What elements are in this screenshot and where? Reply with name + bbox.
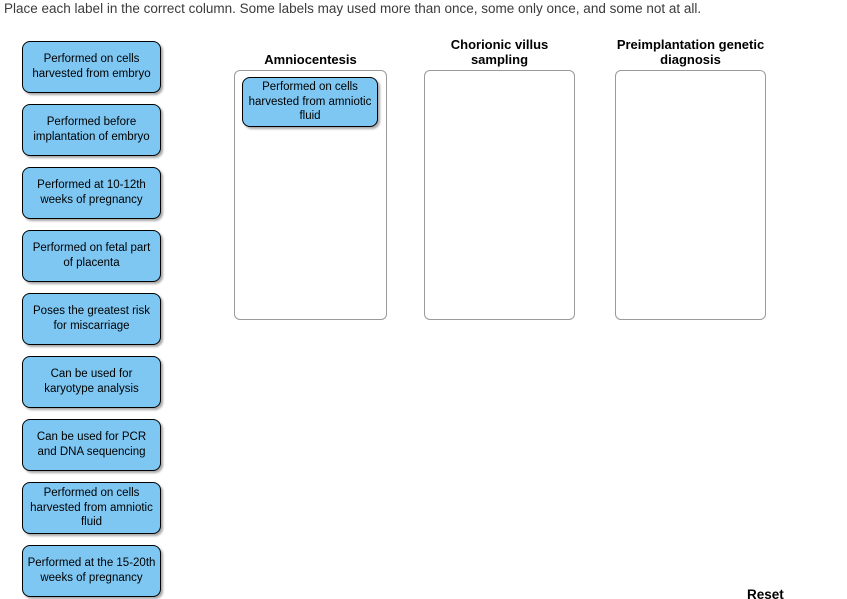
placed-label-chip[interactable]: Performed on cells harvested from amniot…: [242, 77, 378, 127]
label-chip[interactable]: Performed at the 15-20th weeks of pregna…: [22, 545, 161, 597]
label-chip[interactable]: Can be used for karyotype analysis: [22, 356, 161, 408]
label-chip[interactable]: Poses the greatest risk for miscarriage: [22, 293, 161, 345]
column-amniocentesis: Amniocentesis Performed on cells harvest…: [234, 36, 387, 320]
column-preimplantation-genetic-diagnosis: Preimplantation genetic diagnosis: [615, 36, 766, 320]
label-chip[interactable]: Can be used for PCR and DNA sequencing: [22, 419, 161, 471]
dropzone-chorionic-villus-sampling[interactable]: [424, 70, 575, 320]
column-header-chorionic-villus-sampling: Chorionic villus sampling: [450, 37, 549, 67]
label-chip[interactable]: Performed on cells harvested from amniot…: [22, 482, 161, 534]
column-chorionic-villus-sampling: Chorionic villus sampling: [424, 36, 575, 320]
column-header-preimplantation-genetic-diagnosis: Preimplantation genetic diagnosis: [616, 37, 765, 67]
label-chip[interactable]: Performed at 10-12th weeks of pregnancy: [22, 167, 161, 219]
reset-button[interactable]: Reset: [747, 587, 784, 599]
dropzone-preimplantation-genetic-diagnosis[interactable]: [615, 70, 766, 320]
label-chip[interactable]: Performed on fetal part of placenta: [22, 230, 161, 282]
label-bank: Performed on cells harvested from embryo…: [22, 41, 161, 599]
instruction-text: Place each label in the correct column. …: [4, 1, 702, 16]
label-chip[interactable]: Performed on cells harvested from embryo: [22, 41, 161, 93]
label-chip[interactable]: Performed before implantation of embryo: [22, 104, 161, 156]
dropzone-amniocentesis[interactable]: Performed on cells harvested from amniot…: [234, 70, 387, 320]
column-header-amniocentesis: Amniocentesis: [264, 52, 357, 67]
